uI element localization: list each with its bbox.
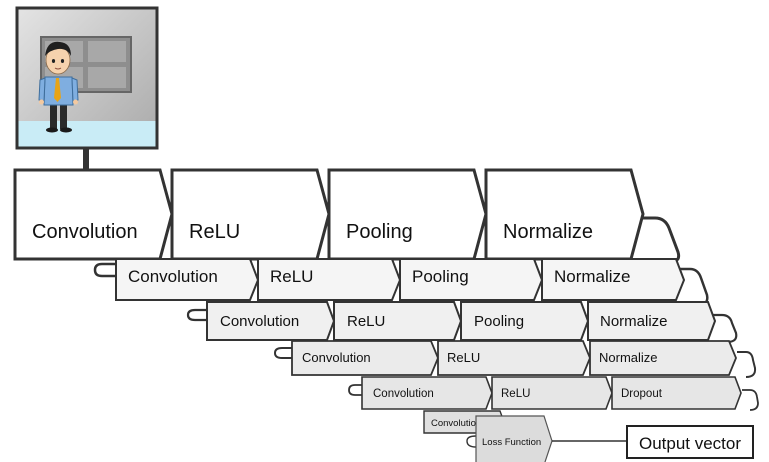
row-1-label-4: Normalize [503, 221, 593, 243]
row-1-block-3 [327, 168, 488, 261]
row-4-return-loop [737, 351, 757, 378]
output-vector-box [626, 425, 754, 459]
row-5-return-loop [742, 389, 759, 411]
row-3-block-4 [587, 301, 717, 341]
row-2-entry-loop [93, 262, 116, 278]
pipeline-row-2: Convolution ReLU Pooling Normalize [93, 258, 709, 307]
row-4-block-3 [589, 340, 737, 376]
row-1-label-2: ReLU [189, 221, 240, 243]
row-3-entry-loop [186, 308, 207, 322]
row-1-block-4 [484, 168, 645, 261]
row-2-block-4 [541, 258, 686, 301]
person-icon [38, 41, 79, 133]
row-5-block-2 [491, 376, 613, 410]
row-5-label-2: ReLU [501, 388, 530, 400]
row-4-entry-loop [273, 347, 292, 359]
row-4-label-1: Convolution [302, 350, 371, 365]
row-2-block-3 [399, 258, 544, 301]
row-2-label-1: Convolution [128, 267, 218, 286]
row-5-block-3 [611, 376, 742, 410]
row-2-label-3: Pooling [412, 267, 469, 286]
row-3-block-1 [206, 301, 336, 341]
row-4-block-1 [291, 340, 439, 376]
row-1-label-1: Convolution [32, 221, 138, 243]
row-3-label-1: Convolution [220, 313, 299, 330]
row-1-label-3: Pooling [346, 221, 413, 243]
pipeline-row-3: Convolution ReLU Pooling Normalize [186, 301, 738, 344]
row-3-block-2 [333, 301, 463, 341]
row-5-entry-loop [348, 384, 362, 396]
pipeline-row-4: Convolution ReLU Normalize [273, 340, 757, 378]
row-5-block-1 [361, 376, 493, 410]
pipeline-row-1: Convolution ReLU Pooling Normalize [13, 168, 681, 264]
row-5-label-3: Dropout [621, 388, 663, 400]
output-vector: Output vector [626, 425, 754, 459]
pipeline-row-5: Convolution ReLU Dropout [348, 376, 759, 411]
loss-function-block [475, 415, 553, 462]
row-3-label-3: Pooling [474, 313, 524, 330]
row-4-label-3: Normalize [599, 350, 658, 365]
row-2-label-4: Normalize [554, 267, 631, 286]
row-3-label-2: ReLU [347, 313, 385, 330]
row-1-block-2 [170, 168, 331, 261]
input-image [15, 6, 159, 150]
row-1-block-1 [13, 168, 174, 261]
row-4-block-2 [437, 340, 591, 376]
row-5-label-1: Convolution [373, 388, 434, 400]
row-2-block-1 [115, 258, 260, 301]
row-4-label-2: ReLU [447, 350, 480, 365]
row-3-label-4: Normalize [600, 313, 668, 330]
output-vector-label: Output vector [639, 434, 741, 453]
loss-function-label: Loss Function [482, 437, 541, 448]
row-3-return-loop [710, 313, 738, 344]
row-2-block-2 [257, 258, 402, 301]
row-7-entry-loop [466, 435, 477, 448]
row-6-label-1: Convolution [431, 418, 481, 429]
row-2-label-2: ReLU [270, 267, 313, 286]
row-3-block-3 [460, 301, 590, 341]
pipeline-row-7: Loss Function [466, 415, 626, 462]
